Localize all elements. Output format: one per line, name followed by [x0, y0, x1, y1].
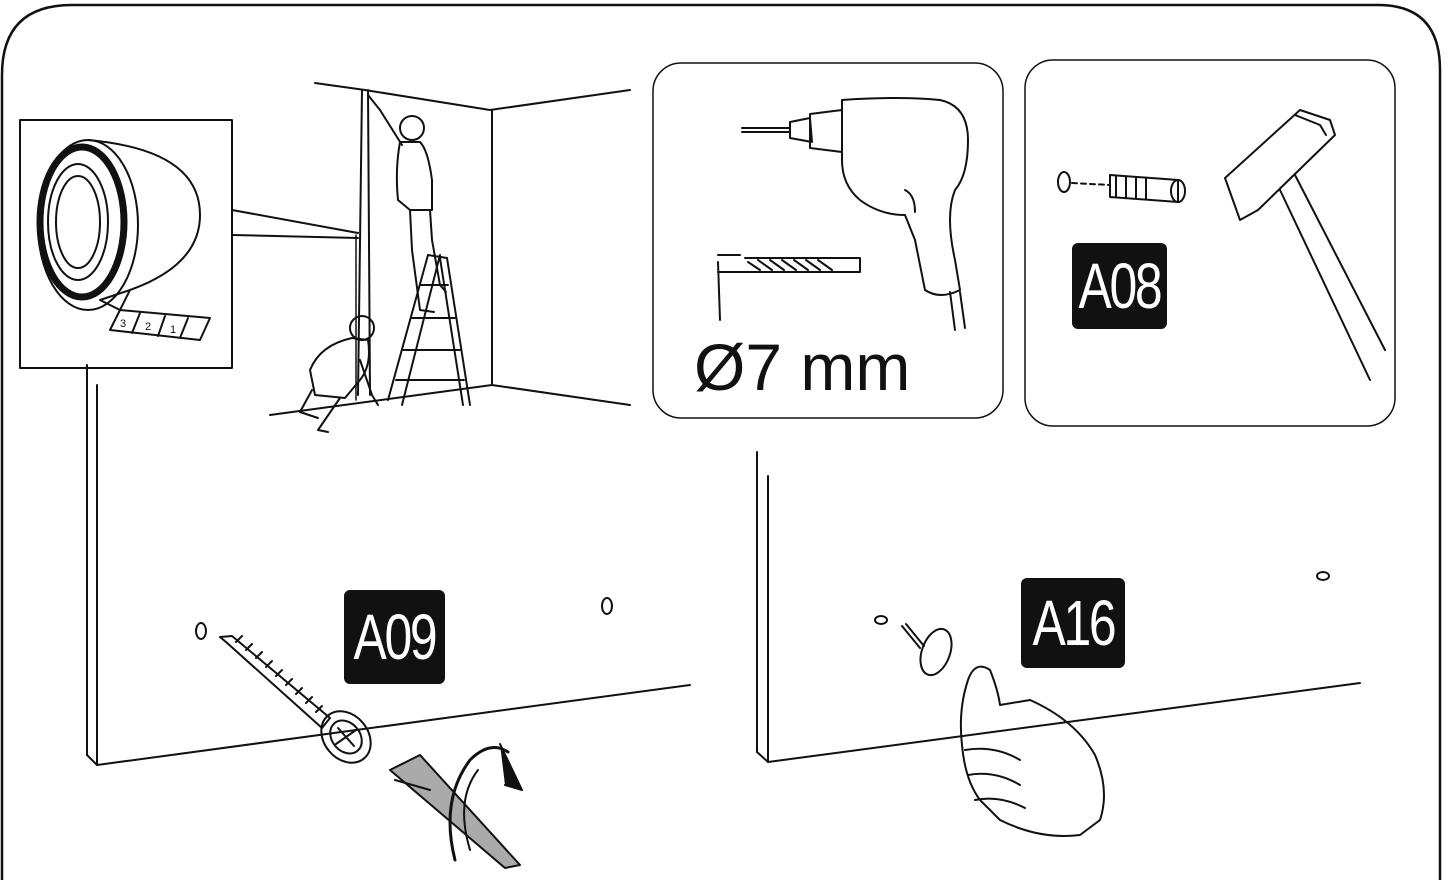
- tape-number-2: 2: [145, 321, 151, 333]
- part-label-a09-text: A09: [354, 605, 436, 669]
- person-kneeling-icon: [300, 316, 378, 432]
- wall-plug-icon: [1058, 172, 1185, 202]
- part-label-a16-text: A16: [1032, 591, 1114, 655]
- part-label-a08-text: A08: [1079, 254, 1161, 318]
- drill-size-label: Ø7 mm: [694, 334, 910, 400]
- cover-cap-icon: [902, 624, 957, 679]
- drill-bit-icon: [718, 255, 860, 320]
- room-scene: [270, 83, 630, 415]
- tape-measure-icon: 3 2 1: [20, 120, 358, 368]
- ladder-icon: [388, 255, 470, 405]
- drill-icon: [742, 98, 968, 330]
- hand-thumb-icon: [961, 667, 1104, 836]
- part-label-a09: A09: [344, 590, 445, 684]
- wall-left: [87, 365, 690, 765]
- tape-number-1: 1: [170, 324, 176, 336]
- part-label-a08: A08: [1072, 243, 1167, 329]
- hammer-icon: [1225, 110, 1385, 380]
- screwdriver-bit-icon: [390, 755, 520, 868]
- part-label-a16: A16: [1021, 578, 1125, 668]
- tape-number-3: 3: [120, 318, 126, 330]
